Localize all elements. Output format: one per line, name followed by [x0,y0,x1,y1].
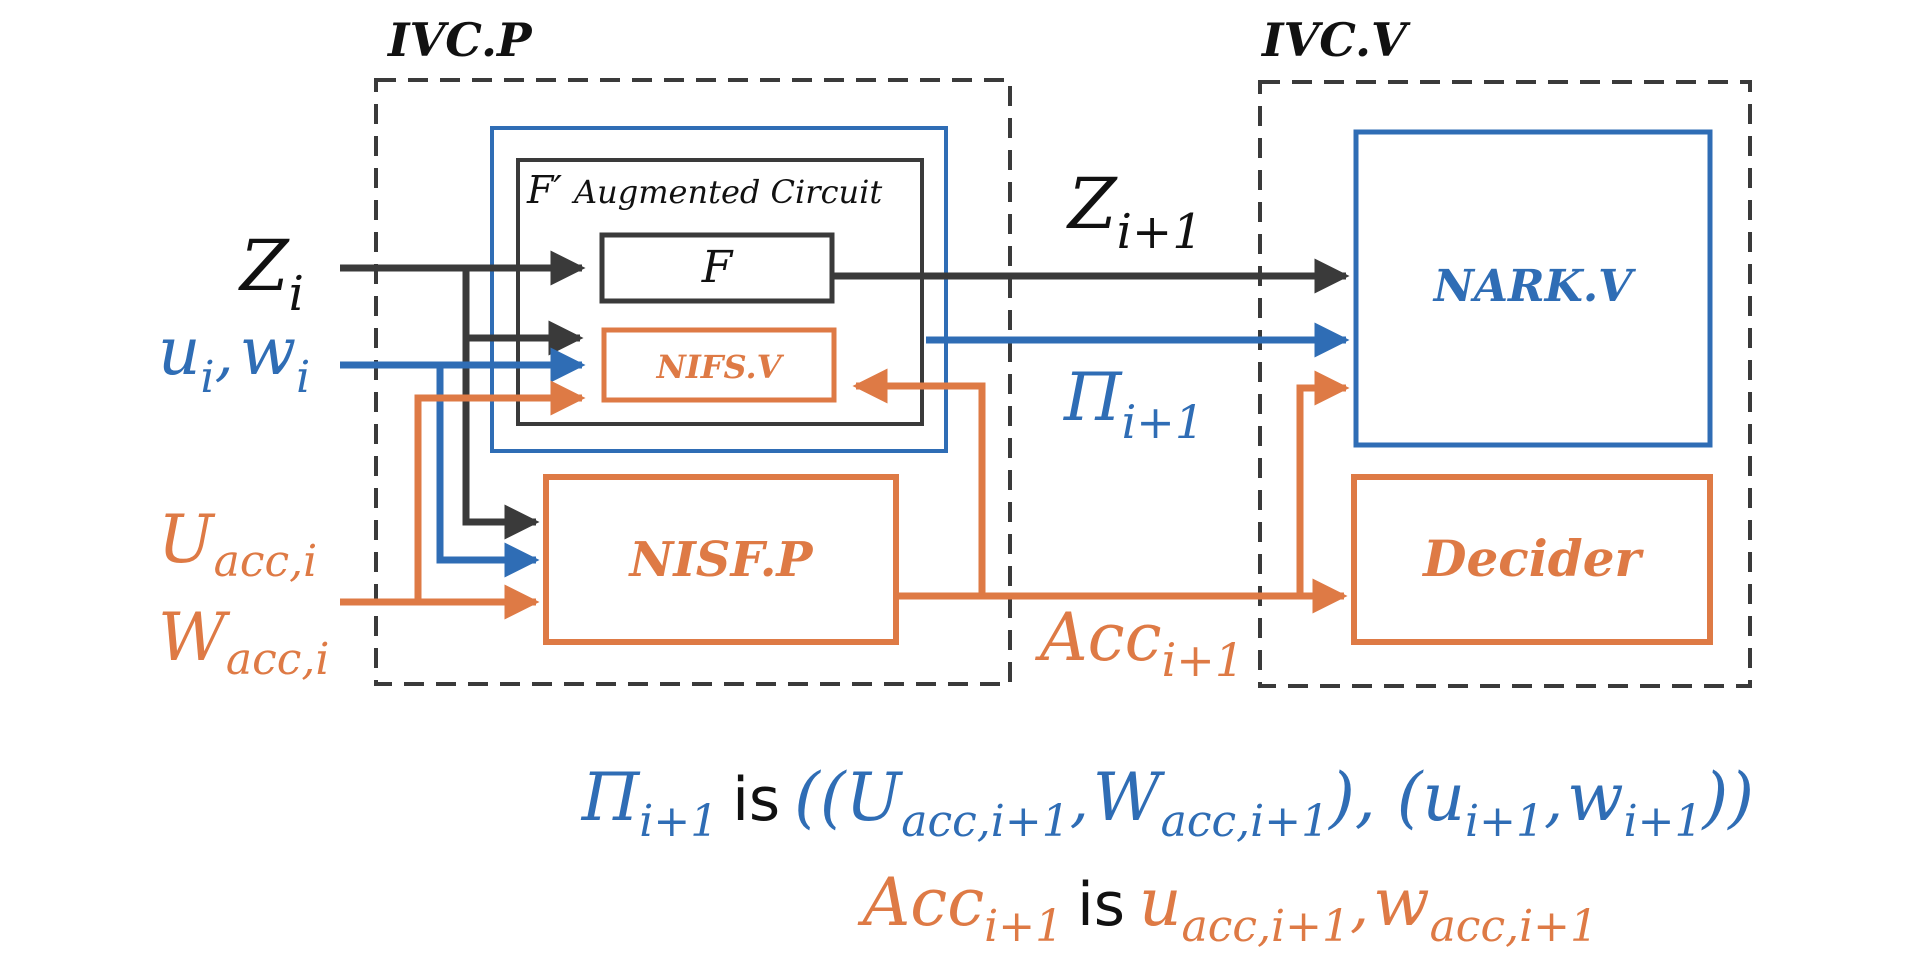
augmented-circuit-label: F′Augmented Circuit [526,168,882,212]
nisf-p-block [543,474,899,645]
acc-connections [340,368,1350,620]
ivc-p-title: IVC.P [386,13,533,67]
u-w-input-label: ui,wi [158,313,310,403]
u-acc-input-label: Uacc,i [158,501,317,587]
w-acc-input-label: Wacc,i [158,599,329,685]
ivc-p-container [374,78,1012,686]
f-block [599,232,835,304]
nisf-p-label: NISF.P [627,532,814,588]
z-input-label: Zi [238,225,304,322]
decider-block [1351,474,1713,645]
nark-v-label: NARK.V [1432,261,1636,312]
augmented-circuit-outer-box [490,126,948,453]
augmented-circuit-inner-box [516,158,924,426]
u-w-connections [340,322,1350,578]
ivc-v-title: IVC.V [1260,13,1411,67]
acc-next-label: Acci+1 [1034,599,1244,687]
nark-v-block [1353,129,1713,448]
f-block-label: F [701,242,734,293]
pi-next-label: Πi+1 [1063,359,1204,449]
decider-label: Decider [1421,529,1644,588]
nifs-v-label: NIFS.V [656,348,785,386]
z-connections [340,250,1350,540]
z-next-label: Zi+1 [1066,163,1203,260]
nifs-v-block [601,327,837,403]
